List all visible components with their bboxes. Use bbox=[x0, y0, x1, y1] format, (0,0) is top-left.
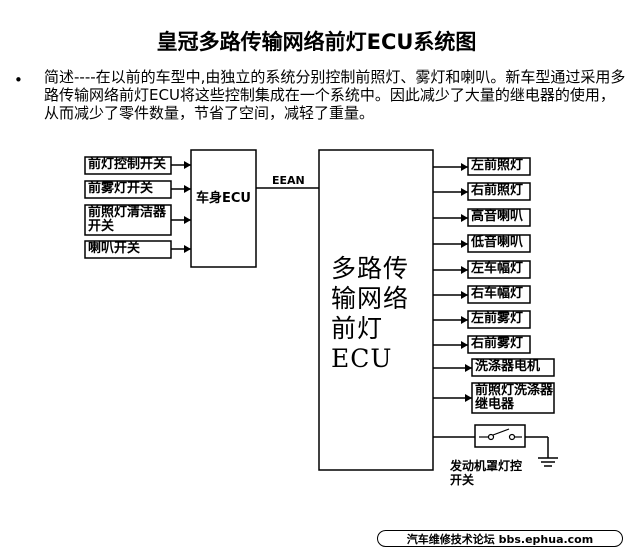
input-label-1: 前灯控制开关 bbox=[88, 157, 167, 172]
main-ecu-box bbox=[318, 149, 434, 471]
input-label-2: 前雾灯开关 bbox=[88, 181, 154, 196]
page-title: 皇冠多路传输网络前灯ECU系统图 bbox=[156, 30, 477, 54]
output-label-8: 右前雾灯 bbox=[471, 336, 524, 351]
output-label-5: 左车幅灯 bbox=[471, 261, 524, 276]
output-label-3: 高音喇叭 bbox=[471, 209, 524, 224]
output-box-8 bbox=[467, 335, 531, 354]
output-box-9 bbox=[471, 358, 555, 377]
body-ecu-label: 车身ECU bbox=[196, 191, 251, 206]
output-box-3 bbox=[467, 208, 531, 227]
output-label-10: 前照灯洗涤器继电器 bbox=[475, 383, 554, 412]
body-ecu-box bbox=[190, 149, 257, 268]
bullet-marker: • bbox=[14, 71, 23, 89]
input-label-3: 前照灯清洁器开关 bbox=[88, 205, 167, 234]
footer-watermark: 汽车维修技术论坛 bbs.ephua.com bbox=[377, 530, 623, 547]
output-box-5 bbox=[467, 260, 531, 279]
output-label-7: 左前雾灯 bbox=[471, 311, 524, 326]
output-label-6: 右车幅灯 bbox=[471, 286, 524, 301]
output-label-2: 右前照灯 bbox=[471, 183, 524, 198]
output-box-2 bbox=[467, 182, 531, 201]
output-box-7 bbox=[467, 310, 531, 329]
output-label-1: 左前照灯 bbox=[471, 158, 524, 173]
output-box-6 bbox=[467, 285, 531, 304]
hood-switch-label: 发动机罩灯控开关 bbox=[450, 459, 523, 487]
output-box-1 bbox=[467, 157, 531, 176]
summary-text: 简述----在以前的车型中,由独立的系统分别控制前照灯、雾灯和喇叭。新车型通过采… bbox=[44, 68, 626, 122]
bus-label: EEAN bbox=[272, 174, 305, 187]
hood-switch-box bbox=[474, 424, 526, 448]
input-label-4: 喇叭开关 bbox=[88, 241, 141, 256]
main-ecu-label: 多路传输网络前灯ECU bbox=[331, 254, 410, 373]
output-box-4 bbox=[467, 234, 531, 253]
output-label-4: 低音喇叭 bbox=[471, 235, 524, 250]
output-label-9: 洗涤器电机 bbox=[475, 359, 541, 374]
